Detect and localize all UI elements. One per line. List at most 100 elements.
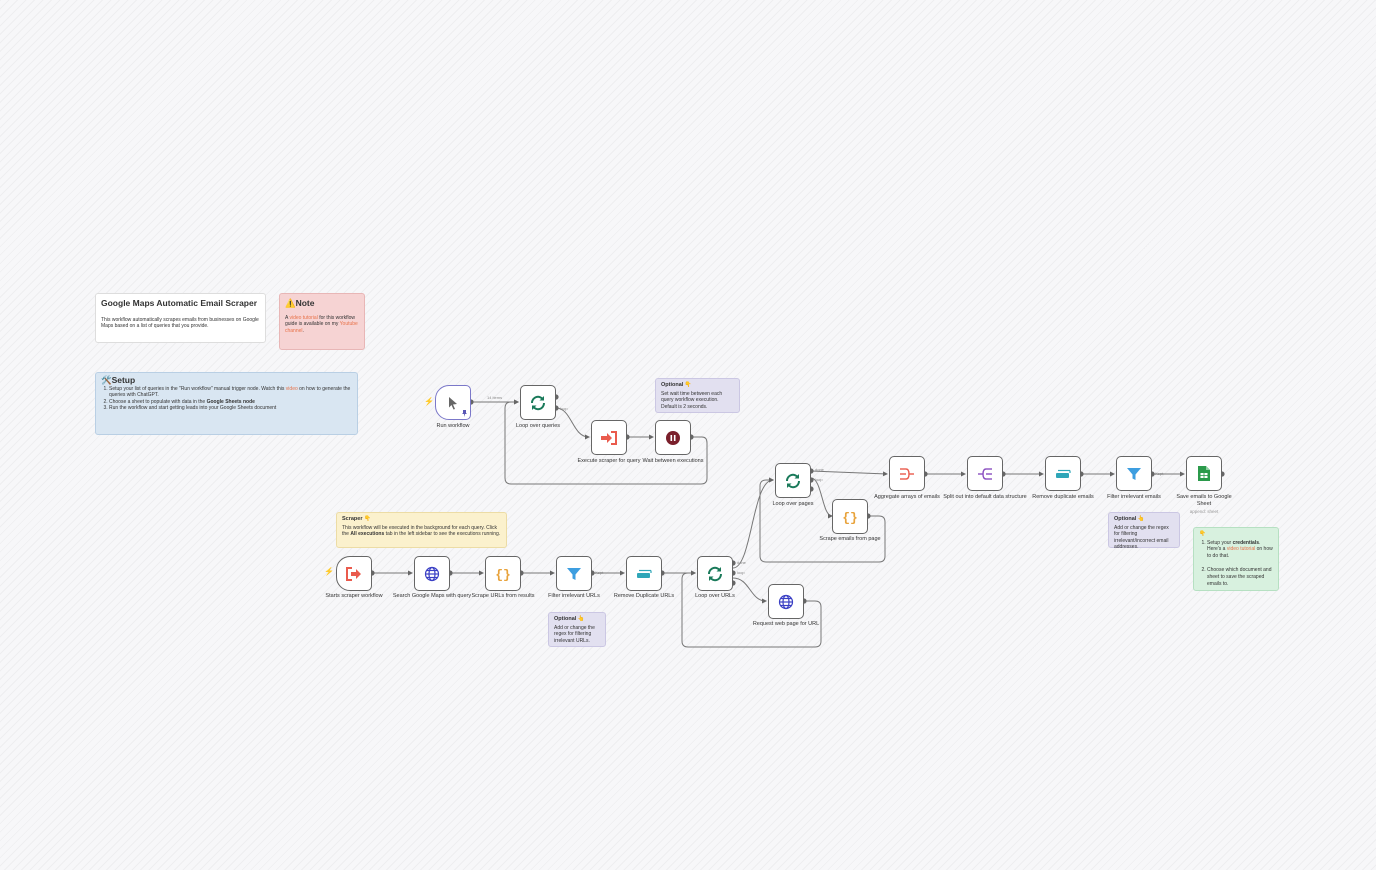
setup-step-1: Setup your list of queries in the "Run w… [109, 386, 352, 399]
label-wait: Wait between executions [642, 458, 704, 464]
title-body: This workflow automatically scrapes emai… [101, 316, 259, 330]
trigger-bolt-icon: ⚡ [424, 397, 434, 406]
node-wait[interactable] [655, 420, 691, 455]
label-split-out: Split out into default data structure [943, 494, 1027, 500]
node-filter-urls[interactable] [556, 556, 592, 591]
svg-text:{}: {} [495, 567, 511, 582]
sticky-credentials[interactable]: 👇 Setup your credentials. Here's a video… [1193, 527, 1279, 591]
sticky-optional-wait[interactable]: Optional 👇 Set wait time between each qu… [655, 378, 740, 413]
edge-label-kept: Kept [595, 570, 604, 575]
refresh-icon [530, 395, 546, 410]
node-scrape-emails[interactable]: {} [832, 499, 868, 534]
youtube-channel-link[interactable]: Youtube channel [285, 321, 358, 334]
code-icon: {} [842, 510, 858, 525]
node-execute-scraper[interactable] [591, 420, 627, 455]
dedupe-icon [637, 569, 652, 578]
dedupe-icon [1056, 469, 1071, 478]
node-loop-over-pages[interactable] [775, 463, 811, 498]
globe-icon [424, 566, 440, 581]
scraper-body: This workflow will be executed in the ba… [342, 524, 501, 538]
label-remove-duplicate-urls: Remove Duplicate URLs [613, 593, 675, 599]
node-remove-duplicate-emails[interactable] [1045, 456, 1081, 491]
node-scrape-urls[interactable]: {} [485, 556, 521, 591]
cursor-icon [449, 396, 457, 409]
edge-label-done: done [737, 560, 746, 565]
label-aggregate: Aggregate arrays of emails [874, 494, 940, 500]
node-search-google-maps[interactable] [414, 556, 450, 591]
code-icon: {} [495, 567, 511, 582]
credentials-video-link[interactable]: video tutorial [1226, 546, 1256, 553]
credentials-heading: 👇 [1199, 531, 1206, 537]
edge-label-loop: loop [560, 406, 568, 411]
edge-label-done: done [815, 467, 824, 472]
setup-steps: Setup your list of queries in the "Run w… [101, 386, 352, 412]
optional-emails-body: Add or change the regex for filtering ir… [1114, 524, 1169, 551]
label-request-web-page: Request web page for URL [752, 621, 820, 627]
pin-icon [462, 410, 467, 417]
label-loop-over-urls: Loop over URLs [695, 593, 735, 599]
credentials-step-1: Setup your credentials. Here's a video t… [1207, 540, 1273, 560]
node-aggregate[interactable] [889, 456, 925, 491]
svg-text:{}: {} [842, 510, 858, 525]
refresh-icon [785, 473, 801, 488]
optional-wait-heading: Optional 👇 [661, 382, 692, 388]
edge-label-items: 14 items [487, 395, 503, 400]
label-filter-urls: Filter irrelevant URLs [548, 593, 600, 599]
sheets-icon [1198, 466, 1210, 481]
sublabel-save-google-sheet: append: sheet [1189, 509, 1219, 514]
sticky-setup[interactable]: 🛠️Setup Setup your list of queries in th… [95, 372, 358, 435]
video-tutorial-link[interactable]: video tutorial [289, 314, 318, 321]
node-starts-scraper[interactable] [336, 556, 372, 591]
sticky-note[interactable]: ⚠️Note A video tutorial for this workflo… [279, 293, 365, 350]
edge-label-loop: loop [815, 477, 823, 482]
filter-icon [567, 567, 581, 580]
label-save-google-sheet: Save emails to Google Sheet [1176, 494, 1232, 507]
setup-heading: 🛠️Setup [101, 375, 136, 385]
note-heading: ⚠️Note [285, 298, 315, 308]
label-search-google-maps: Search Google Maps with query [392, 593, 472, 599]
sign-out-icon [346, 566, 361, 581]
node-loop-over-urls[interactable] [697, 556, 733, 591]
node-save-google-sheet[interactable] [1186, 456, 1222, 491]
trigger-bolt-icon: ⚡ [324, 567, 334, 576]
edge-label-loop: loop [737, 570, 745, 575]
node-loop-over-queries[interactable] [520, 385, 556, 420]
credentials-steps: Setup your credentials. Here's a video t… [1199, 540, 1273, 588]
node-filter-emails[interactable] [1116, 456, 1152, 491]
sticky-title[interactable]: Google Maps Automatic Email Scraper This… [95, 293, 266, 343]
note-body: A video tutorial for this workflow guide… [285, 314, 358, 334]
label-scrape-urls: Scrape URLs from results [471, 593, 535, 599]
label-execute-scraper: Execute scraper for query [577, 458, 641, 464]
sticky-optional-emails[interactable]: Optional 👆 Add or change the regex for f… [1108, 512, 1180, 551]
globe-icon [778, 594, 794, 609]
node-split-out[interactable] [967, 456, 1003, 491]
node-remove-duplicate-urls[interactable] [626, 556, 662, 591]
label-run-workflow: Run workflow [436, 423, 470, 429]
node-run-workflow[interactable] [435, 385, 471, 420]
node-request-web-page[interactable] [768, 584, 804, 619]
setup-step-3: Run the workflow and start getting leads… [109, 405, 352, 412]
label-filter-emails: Filter irrelevant emails [1107, 494, 1161, 500]
label-scrape-emails: Scrape emails from page [819, 536, 881, 542]
optional-emails-heading: Optional 👆 [1114, 516, 1145, 522]
optional-wait-body: Set wait time between each query workflo… [661, 390, 723, 410]
sign-in-icon [601, 430, 617, 445]
sticky-optional-urls[interactable]: Optional 👆 Add or change the regex for f… [548, 612, 606, 647]
credentials-step-2: Choose which document and sheet to save … [1207, 567, 1273, 587]
label-starts-scraper: Starts scraper workflow [325, 593, 383, 599]
aggregate-icon [900, 467, 914, 480]
optional-urls-heading: Optional 👆 [554, 616, 585, 622]
refresh-icon [707, 566, 723, 581]
sticky-scraper[interactable]: Scraper 👇 This workflow will be executed… [336, 512, 507, 548]
edge-label-kept: Kept [1155, 471, 1164, 476]
label-loop-over-pages: Loop over pages [772, 501, 814, 507]
label-remove-duplicate-emails: Remove duplicate emails [1032, 494, 1094, 500]
setup-step-2: Choose a sheet to populate with data in … [109, 399, 352, 406]
scraper-heading: Scraper 👇 [342, 516, 371, 522]
title-heading: Google Maps Automatic Email Scraper [101, 298, 258, 308]
optional-urls-body: Add or change the regex for filtering ir… [554, 624, 595, 644]
pause-icon [666, 430, 680, 445]
video-link[interactable]: video [285, 385, 298, 392]
filter-icon [1127, 467, 1141, 480]
